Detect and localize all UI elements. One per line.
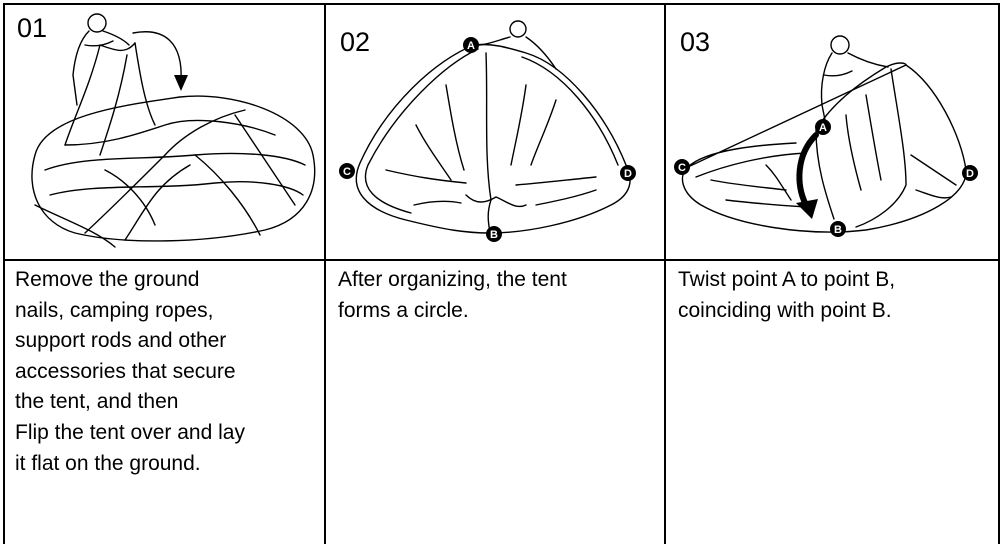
- table-divider-2: [664, 3, 666, 544]
- step-1-number: 01: [17, 13, 48, 43]
- step-1-text-cell: Remove the ground nails, camping ropes, …: [5, 261, 324, 544]
- step-3-text-cell: Twist point A to point B, coinciding wit…: [666, 261, 998, 544]
- step-2-marker-c: C: [339, 163, 355, 179]
- step-2-marker-a: A: [463, 37, 479, 53]
- step-3-number: 03: [680, 27, 711, 57]
- step-3-marker-b: B: [830, 221, 846, 237]
- step-3-description: Twist point A to point B, coinciding wit…: [678, 268, 896, 322]
- step-3-marker-a: A: [815, 119, 831, 135]
- svg-text:B: B: [490, 229, 498, 241]
- step-3-image-cell: 03: [666, 5, 998, 259]
- table-border-top: [3, 3, 1000, 5]
- step-1-illustration: [31, 13, 316, 248]
- svg-text:C: C: [343, 166, 351, 178]
- table-border-right: [998, 3, 1000, 544]
- step-3-marker-c: C: [674, 159, 690, 175]
- step-2-text-cell: After organizing, the tent forms a circl…: [326, 261, 664, 544]
- step-3-marker-d: D: [962, 165, 978, 181]
- step-2-image-cell: 02: [326, 5, 664, 259]
- svg-text:C: C: [678, 162, 686, 174]
- table-border-middle: [3, 259, 1000, 261]
- svg-text:D: D: [624, 168, 632, 180]
- step-3-illustration: A B C D: [674, 35, 978, 237]
- step-2-marker-d: D: [620, 165, 636, 181]
- svg-text:D: D: [966, 168, 974, 180]
- step-1-description: Remove the ground nails, camping ropes, …: [15, 268, 245, 475]
- svg-text:B: B: [834, 224, 842, 236]
- step-2-number: 02: [340, 27, 371, 57]
- step-2-description: After organizing, the tent forms a circl…: [338, 268, 567, 322]
- table-border-left: [3, 3, 5, 544]
- step-2-marker-b: B: [486, 226, 502, 242]
- step-2-illustration: A B C D: [339, 20, 636, 242]
- svg-text:A: A: [467, 40, 475, 52]
- table-divider-1: [324, 3, 326, 544]
- step-1-image-cell: 01: [5, 5, 324, 259]
- svg-text:A: A: [819, 122, 827, 134]
